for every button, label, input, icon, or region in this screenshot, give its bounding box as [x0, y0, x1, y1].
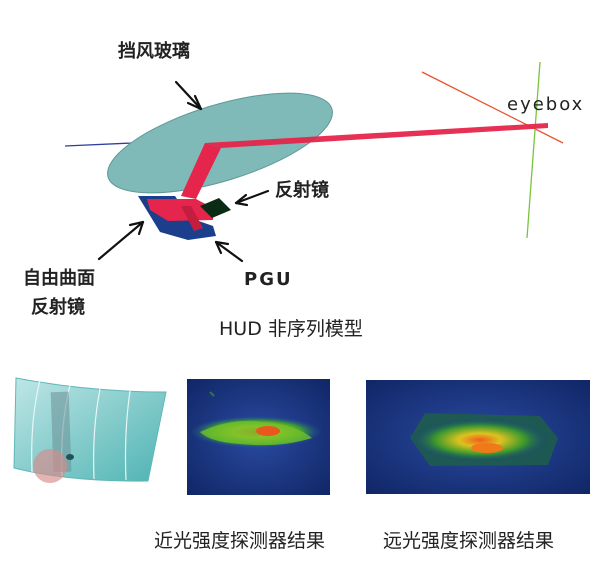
label-pgu: PGU — [244, 269, 293, 290]
far-detector-result — [366, 380, 590, 494]
light-beam-to-pgu — [181, 206, 203, 231]
freeform-surface-thumbnail — [13, 377, 167, 483]
label-eyebox: eyebox — [507, 94, 584, 115]
reflector-mirror — [200, 198, 231, 218]
label-freeform-line2: 反射镜 — [31, 296, 85, 318]
label-reflector: 反射镜 — [275, 179, 329, 201]
axis-green-line — [526, 61, 541, 239]
label-freeform-line1: 自由曲面 — [23, 267, 95, 289]
arrow-reflector — [234, 189, 270, 205]
light-beam-down — [181, 143, 221, 199]
arrow-windshield — [174, 80, 203, 111]
caption-near-detector: 近光强度探测器结果 — [154, 530, 325, 552]
light-beam-fold — [147, 199, 213, 221]
caption-far-detector: 远光强度探测器结果 — [383, 530, 554, 552]
arrow-windshield-head — [186, 94, 203, 111]
arrow-freeform-head — [128, 220, 145, 236]
arrow-pgu-head — [214, 240, 230, 255]
arrow-freeform — [97, 220, 145, 261]
label-windshield: 挡风玻璃 — [118, 40, 190, 62]
light-beam-to-eyebox — [205, 123, 548, 148]
caption-hud-model: HUD 非序列模型 — [219, 318, 363, 340]
arrow-reflector-head — [234, 193, 249, 207]
axis-red-line — [421, 71, 564, 144]
near-detector-result — [187, 379, 330, 495]
arrow-pgu — [214, 240, 244, 263]
